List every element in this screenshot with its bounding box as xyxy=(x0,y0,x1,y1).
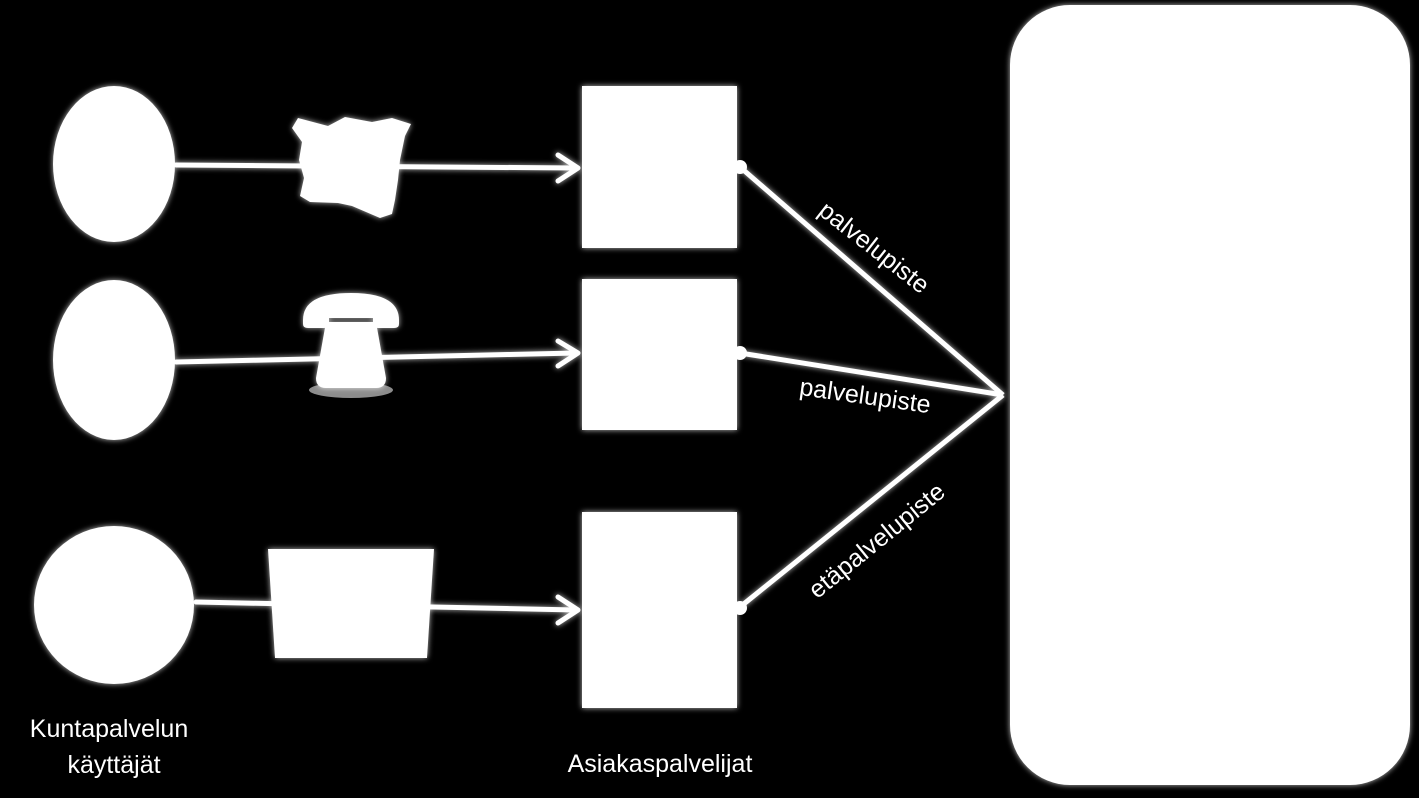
connector-line-3 xyxy=(738,393,1005,609)
connector-lines xyxy=(738,165,1005,609)
servers-label: Asiakaspalvelijat xyxy=(568,750,753,778)
server-box-3 xyxy=(582,512,737,708)
connector-line-2 xyxy=(739,350,1004,398)
arrow-head-3 xyxy=(555,594,581,626)
telephone-icon xyxy=(303,293,399,398)
server-box-2 xyxy=(582,279,737,430)
connector-line-1 xyxy=(738,165,1005,397)
arrow-head-2 xyxy=(555,338,581,369)
backend-panel xyxy=(1010,5,1410,785)
arrow-head-1 xyxy=(555,152,581,184)
letter-icon xyxy=(292,117,411,218)
server-box-1 xyxy=(582,86,737,248)
screen-icon xyxy=(268,549,434,658)
user-node-3 xyxy=(34,526,194,684)
user-node-1 xyxy=(53,86,175,242)
users-label-line1: Kuntapalvelun xyxy=(30,715,188,743)
users-label-line2: käyttäjät xyxy=(67,751,160,779)
user-node-2 xyxy=(53,280,175,440)
